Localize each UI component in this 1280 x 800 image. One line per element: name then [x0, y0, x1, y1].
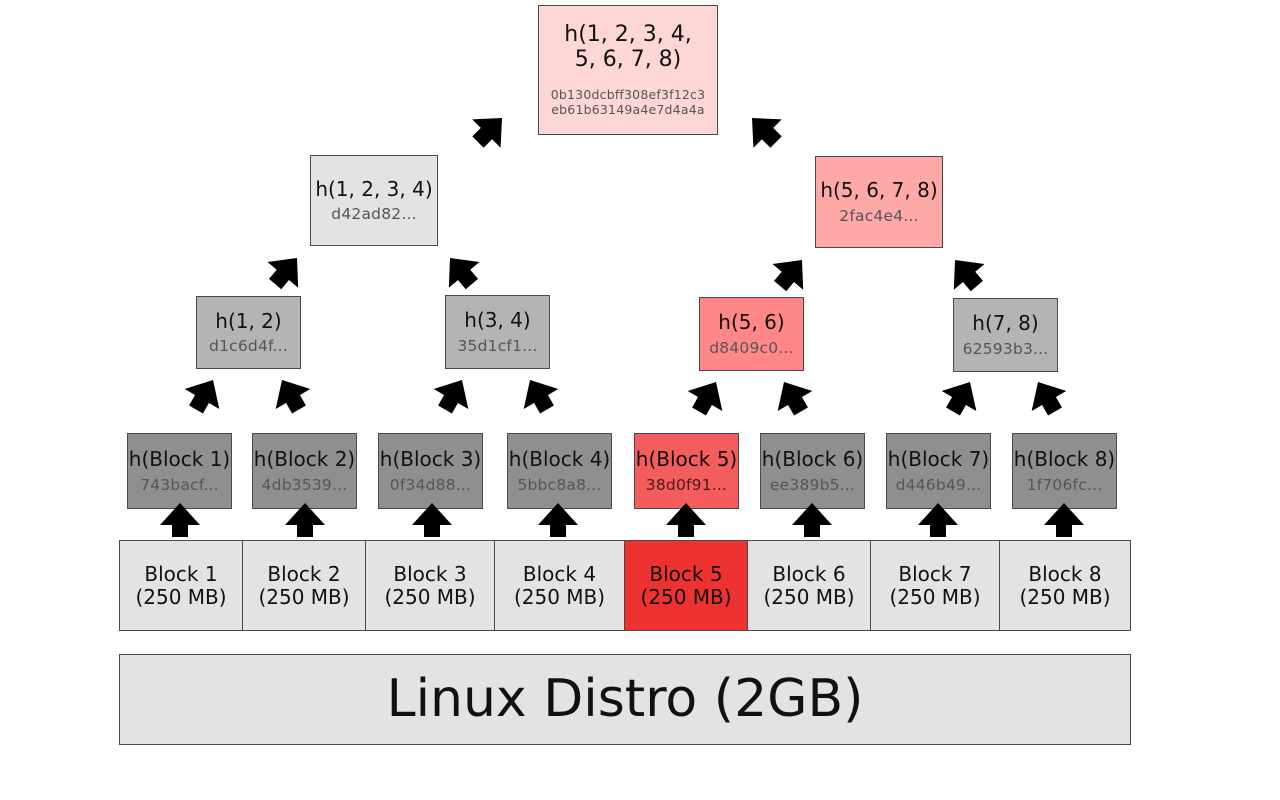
block-size: (250 MB): [258, 584, 350, 609]
quad-hash-value: d42ad82...: [331, 205, 417, 224]
arrow-up-icon: [523, 380, 559, 414]
root-hash-value-line1: 0b130dcbff308ef3f12c3: [550, 86, 706, 102]
leaf-hash-label: h(Block 6): [761, 447, 864, 472]
arrow-up-icon: [472, 118, 502, 148]
root-hash-value-line2: eb61b63149a4e7d4a4a: [551, 101, 705, 117]
arrow-up-icon: [160, 503, 200, 537]
arrow-up-icon: [538, 503, 578, 537]
pair-hash-label: h(7, 8): [972, 311, 1039, 336]
arrow-up-icon: [941, 382, 977, 416]
block-3: Block 3 (250 MB): [365, 540, 495, 631]
leaf-hash-label: h(Block 1): [128, 447, 231, 472]
leaf-hash-label: h(Block 8): [1013, 447, 1116, 472]
quad-hash-label: h(1, 2, 3, 4): [315, 176, 433, 201]
root-hash-label-line1: h(1, 2, 3, 4,: [564, 22, 692, 48]
leaf-hash-label: h(Block 5): [635, 447, 738, 472]
pair-hash-node-1-2: h(1, 2) d1c6d4f...: [196, 296, 301, 369]
arrow-up-icon: [918, 503, 958, 537]
quad-hash-label: h(5, 6, 7, 8): [820, 178, 938, 203]
arrow-up-icon: [1031, 382, 1067, 416]
block-size: (250 MB): [513, 584, 606, 609]
block-size: (250 MB): [1019, 584, 1111, 609]
leaf-hash-value: d446b49...: [895, 475, 982, 494]
block-name: Block 6: [772, 562, 846, 587]
block-6: Block 6 (250 MB): [747, 540, 871, 631]
leaf-hash-label: h(Block 3): [379, 447, 482, 472]
block-size: (250 MB): [763, 584, 855, 609]
block-size: (250 MB): [889, 584, 981, 609]
leaf-hash-node-4: h(Block 4) 5bbc8a8...: [507, 433, 612, 509]
leaf-hash-value: 1f706fc...: [1026, 475, 1103, 494]
pair-hash-value: 62593b3...: [962, 339, 1049, 358]
arrow-up-icon: [275, 380, 311, 414]
arrow-up-icon: [412, 503, 452, 537]
leaf-hash-value: 38d0f91...: [645, 475, 728, 494]
block-size: (250 MB): [384, 584, 476, 609]
arrow-up-icon: [752, 118, 782, 148]
arrow-up-icon: [792, 503, 832, 537]
arrow-up-icon: [953, 260, 985, 292]
leaf-hash-value: 743bacf...: [140, 475, 219, 494]
block-name: Block 7: [898, 562, 972, 587]
pair-hash-label: h(3, 4): [464, 308, 531, 333]
block-1: Block 1 (250 MB): [119, 540, 243, 631]
linux-distro-file: Linux Distro (2GB): [119, 654, 1131, 745]
root-hash-label-line2: 5, 6, 7, 8): [574, 47, 682, 72]
block-4: Block 4 (250 MB): [494, 540, 625, 631]
leaf-hash-value: 0f34d88...: [389, 475, 472, 494]
arrow-up-icon: [285, 503, 325, 537]
pair-hash-value: d8409c0...: [709, 338, 794, 357]
leaf-hash-label: h(Block 4): [508, 447, 611, 472]
leaf-hash-label: h(Block 7): [887, 447, 990, 472]
root-hash-label: h(1, 2, 3, 4, 5, 6, 7, 8): [564, 23, 691, 72]
block-name: Block 1: [144, 562, 218, 587]
block-size: (250 MB): [640, 584, 732, 609]
arrow-up-icon: [666, 503, 706, 537]
arrow-up-icon: [777, 382, 813, 416]
root-hash-node: h(1, 2, 3, 4, 5, 6, 7, 8) 0b130dcbff308e…: [538, 5, 718, 135]
pair-hash-value: 35d1cf1...: [457, 336, 538, 355]
block-8: Block 8 (250 MB): [999, 540, 1131, 631]
leaf-hash-node-6: h(Block 6) ee389b5...: [760, 433, 865, 509]
block-7: Block 7 (250 MB): [870, 540, 1000, 631]
root-hash-value: 0b130dcbff308ef3f12c3 eb61b63149a4e7d4a4…: [551, 87, 706, 117]
leaf-hash-node-2: h(Block 2) 4db3539...: [252, 433, 357, 509]
block-2: Block 2 (250 MB): [242, 540, 366, 631]
pair-hash-label: h(5, 6): [718, 310, 785, 335]
arrow-up-icon: [687, 382, 723, 416]
pair-hash-value: d1c6d4f...: [209, 337, 288, 356]
arrow-up-icon: [433, 380, 469, 414]
pair-hash-node-7-8: h(7, 8) 62593b3...: [953, 298, 1058, 372]
arrow-up-icon: [772, 260, 804, 292]
leaf-hash-node-8: h(Block 8) 1f706fc...: [1012, 433, 1117, 509]
pair-hash-node-3-4: h(3, 4) 35d1cf1...: [445, 295, 550, 369]
block-name: Block 4: [522, 562, 597, 587]
block-5: Block 5 (250 MB): [624, 540, 748, 631]
leaf-hash-node-1: h(Block 1) 743bacf...: [127, 433, 232, 509]
leaf-hash-value: 4db3539...: [261, 475, 348, 494]
arrow-up-icon: [267, 258, 299, 290]
block-name: Block 8: [1028, 562, 1102, 587]
leaf-hash-node-3: h(Block 3) 0f34d88...: [378, 433, 483, 509]
leaf-hash-value: 5bbc8a8...: [517, 475, 602, 494]
leaf-hash-label: h(Block 2): [253, 447, 356, 472]
block-name: Block 5: [649, 562, 723, 587]
block-name: Block 2: [267, 562, 341, 587]
linux-distro-label: Linux Distro (2GB): [386, 669, 864, 730]
leaf-hash-value: ee389b5...: [769, 475, 856, 494]
arrow-up-icon: [1044, 503, 1084, 537]
block-size: (250 MB): [135, 584, 227, 609]
quad-hash-value: 2fac4e4...: [839, 206, 919, 225]
pair-hash-node-5-6: h(5, 6) d8409c0...: [699, 297, 804, 371]
leaf-hash-node-5: h(Block 5) 38d0f91...: [634, 433, 739, 509]
arrow-up-icon: [184, 380, 220, 414]
leaf-hash-node-7: h(Block 7) d446b49...: [886, 433, 991, 509]
arrow-up-icon: [448, 258, 480, 290]
quad-hash-node-1-4: h(1, 2, 3, 4) d42ad82...: [310, 155, 438, 246]
pair-hash-label: h(1, 2): [215, 308, 282, 333]
quad-hash-node-5-8: h(5, 6, 7, 8) 2fac4e4...: [815, 156, 943, 248]
block-name: Block 3: [393, 562, 467, 587]
